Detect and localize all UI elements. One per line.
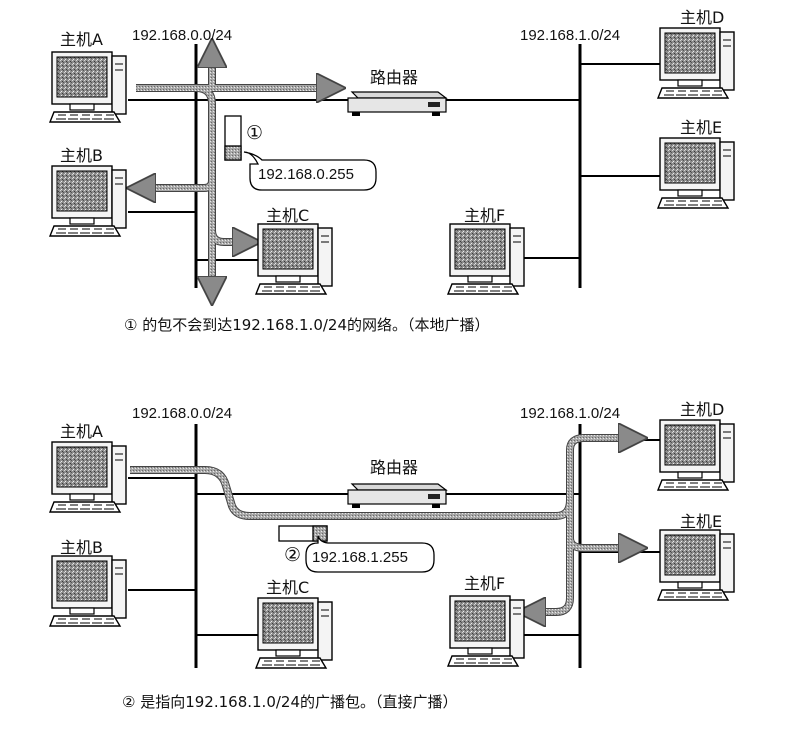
top-router-icon bbox=[347, 91, 448, 116]
top-broadcast-flow bbox=[136, 62, 322, 282]
bottom-packet-number: ② bbox=[284, 544, 302, 566]
bottom-router-label: 路由器 bbox=[370, 458, 419, 477]
bottom-host-a-label: 主机A bbox=[60, 422, 103, 441]
top-computer-c-icon bbox=[254, 223, 333, 295]
bottom-router-icon bbox=[347, 483, 448, 508]
top-caption: ① 的包不会到达192.168.1.0/24的网络。（本地广播） bbox=[124, 316, 490, 334]
bottom-computer-c-icon bbox=[254, 597, 333, 669]
bottom-net-left-label: 192.168.0.0/24 bbox=[132, 405, 233, 422]
bottom-host-b-label: 主机B bbox=[60, 538, 103, 557]
bottom-host-e-label: 主机E bbox=[680, 512, 723, 531]
top-computer-e-icon bbox=[656, 137, 735, 209]
bottom-host-f-label: 主机F bbox=[464, 574, 506, 593]
top-computer-b-icon bbox=[48, 165, 127, 237]
top-diagram bbox=[128, 44, 665, 288]
top-net-right-label: 192.168.1.0/24 bbox=[520, 27, 621, 44]
bottom-computer-e-icon bbox=[656, 529, 735, 601]
bottom-net-right-label: 192.168.1.0/24 bbox=[520, 405, 621, 422]
bottom-packet-address: 192.168.1.255 bbox=[312, 549, 408, 566]
top-host-c-label: 主机C bbox=[266, 206, 310, 225]
top-packet-icon bbox=[224, 115, 242, 161]
top-host-b-label: 主机B bbox=[60, 146, 103, 165]
top-router-label: 路由器 bbox=[370, 68, 419, 87]
top-computer-f-icon bbox=[446, 223, 525, 295]
top-host-f-label: 主机F bbox=[464, 206, 506, 225]
top-computer-a-icon bbox=[48, 51, 127, 123]
top-host-a-label: 主机A bbox=[60, 30, 103, 49]
top-host-d-label: 主机D bbox=[680, 8, 725, 27]
bottom-address-callout bbox=[305, 535, 435, 573]
bottom-computer-f-icon bbox=[446, 595, 525, 667]
bottom-computer-d-icon bbox=[656, 419, 735, 491]
bottom-computer-a-icon bbox=[48, 441, 127, 513]
top-host-e-label: 主机E bbox=[680, 118, 723, 137]
top-packet-address: 192.168.0.255 bbox=[258, 166, 354, 183]
top-address-callout bbox=[243, 151, 377, 191]
bottom-broadcast-flow bbox=[130, 438, 624, 612]
top-packet-number: ① bbox=[246, 122, 264, 144]
bottom-diagram bbox=[128, 424, 665, 668]
bottom-packet-icon bbox=[278, 525, 328, 542]
bottom-caption: ② 是指向192.168.1.0/24的广播包。（直接广播） bbox=[122, 693, 458, 711]
top-computer-d-icon bbox=[656, 27, 735, 99]
bottom-computer-b-icon bbox=[48, 555, 127, 627]
bottom-host-c-label: 主机C bbox=[266, 578, 310, 597]
top-net-left-label: 192.168.0.0/24 bbox=[132, 27, 233, 44]
bottom-host-d-label: 主机D bbox=[680, 400, 725, 419]
